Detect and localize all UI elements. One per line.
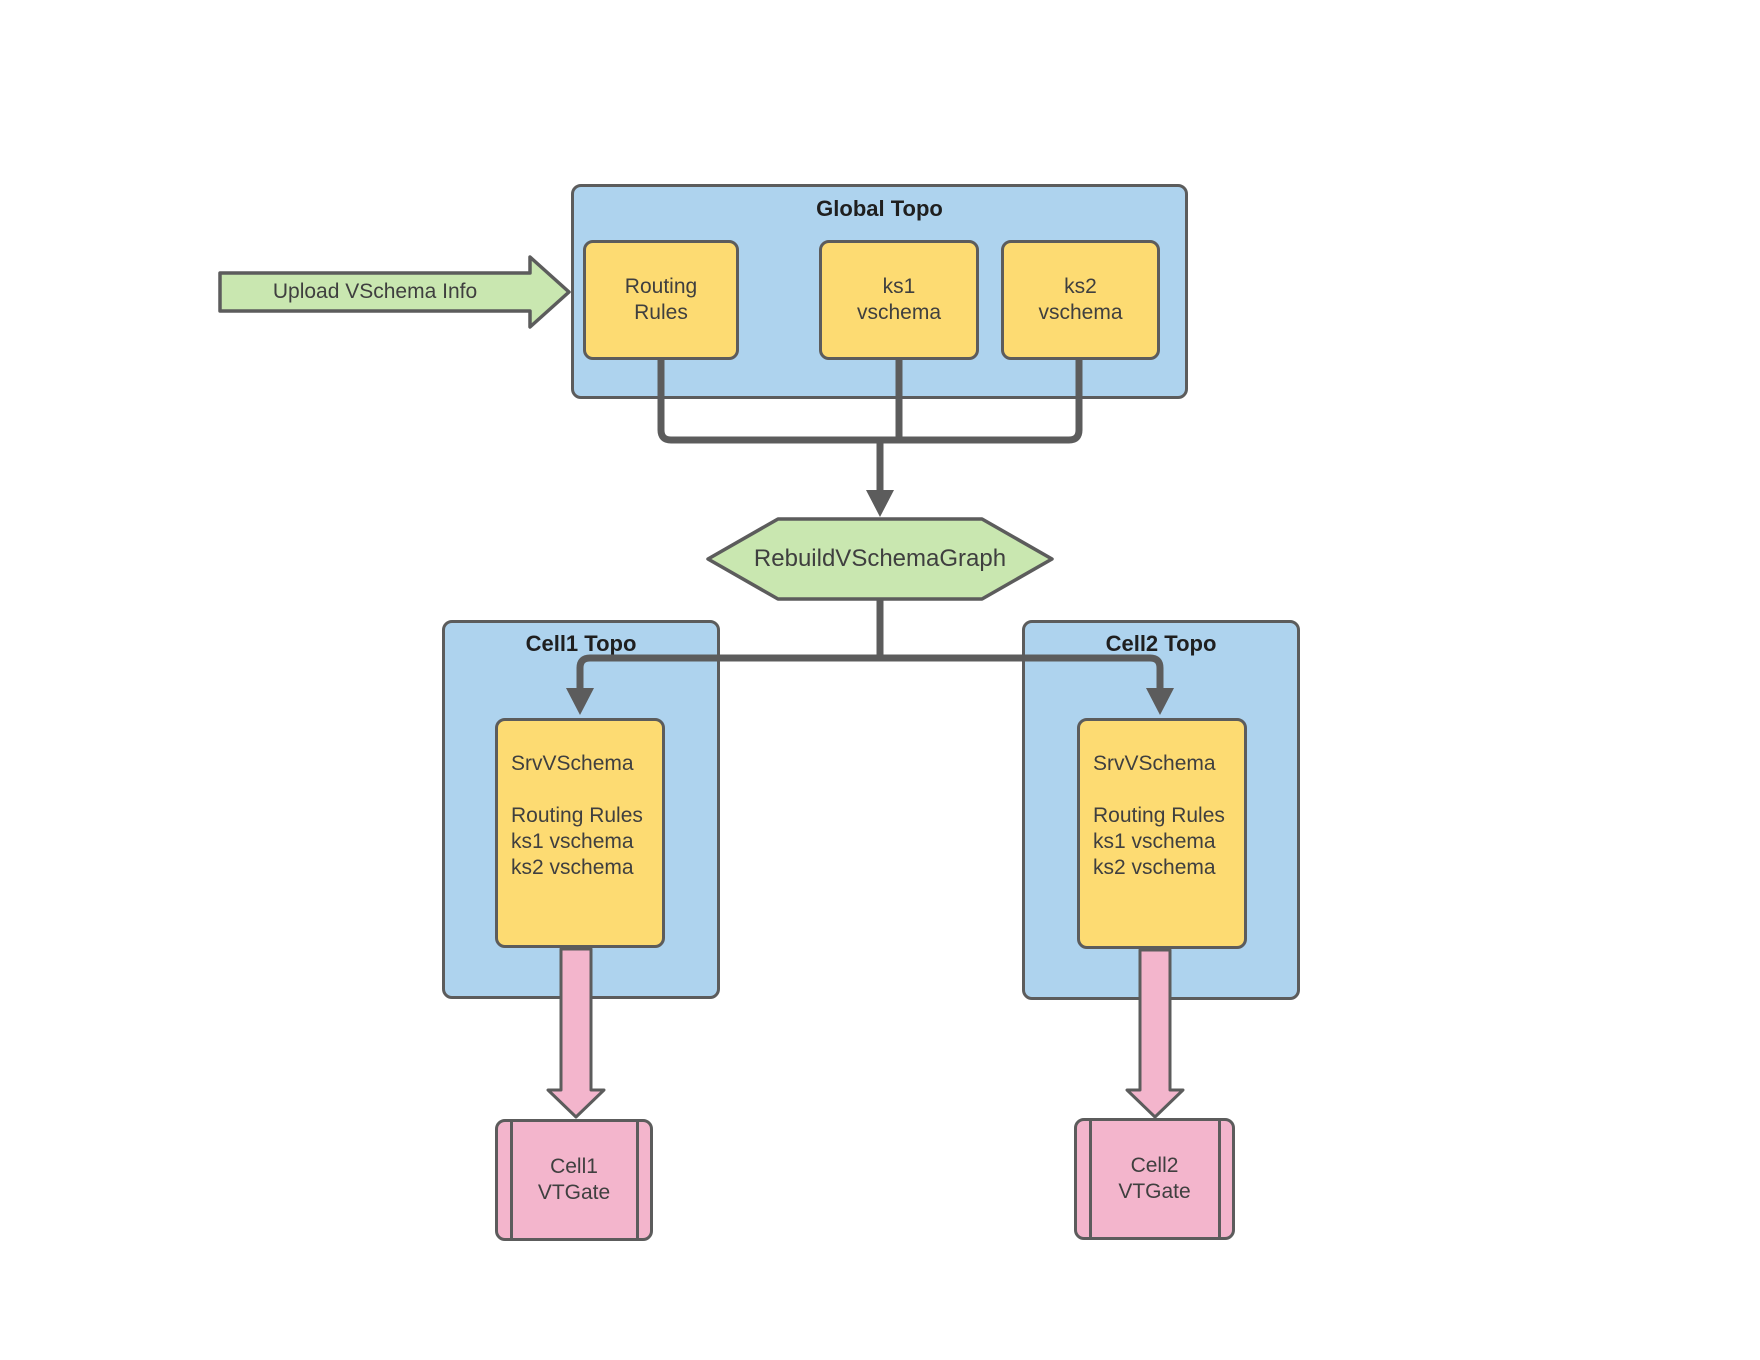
cell2-srv-line4: ks1 vschema (1093, 830, 1216, 853)
connector-routing-rules-merge (657, 358, 880, 444)
cell1-vtgate-line1: Cell1 (550, 1155, 598, 1178)
node-ks2-line2: vschema (1038, 301, 1123, 324)
cell2-topo-title: Cell2 Topo (1105, 631, 1217, 656)
cell1-vtgate-left-stripe (510, 1122, 513, 1238)
cell1-topo-title: Cell1 Topo (525, 631, 637, 656)
global-topo-title: Global Topo (816, 196, 943, 221)
cell2-srv-line3: Routing Rules (1093, 804, 1225, 827)
cell2-vtgate-left-stripe (1089, 1121, 1092, 1237)
rebuild-vschema-label: RebuildVSchemaGraph (753, 545, 1007, 572)
cell2-srvvschema-node: SrvVSchema Routing Rules ks1 vschema ks2… (1077, 718, 1247, 949)
arrowhead-into-cell1-icon (566, 688, 594, 715)
connector-to-cell2 (880, 654, 1164, 692)
cell1-srv-line4: ks1 vschema (511, 830, 634, 853)
node-routing-rules-line1: Routing (624, 275, 698, 298)
upload-vschema-arrow-label: Upload VSchema Info (272, 280, 478, 303)
upload-vschema-arrow-shape (218, 255, 571, 329)
cell2-vtgate-line1: Cell2 (1130, 1154, 1179, 1177)
cell2-vtgate-arrow-shape (1125, 948, 1185, 1119)
cell2-srv-line1: SrvVSchema (1093, 752, 1216, 775)
cell1-vtgate-right-stripe (636, 1122, 639, 1238)
cell1-srvvschema-node: SrvVSchema Routing Rules ks1 vschema ks2… (495, 718, 665, 948)
cell2-topo-container: Cell2 Topo SrvVSchema Routing Rules ks1 … (1022, 620, 1300, 1000)
cell2-vtgate-line2: VTGate (1118, 1180, 1191, 1203)
arrowhead-into-cell2-icon (1146, 688, 1174, 715)
node-routing-rules-line2: Rules (634, 301, 688, 324)
rebuild-vschema-hexagon (706, 517, 1054, 601)
cell1-vtgate-arrow-shape (546, 947, 606, 1119)
cell1-vtgate-node: Cell1 VTGate (495, 1119, 653, 1241)
cell2-vtgate-node: Cell2 VTGate (1074, 1118, 1235, 1240)
cell1-srv-line5: ks2 vschema (511, 856, 634, 879)
cell1-srv-line3: Routing Rules (511, 804, 643, 827)
connector-to-cell1 (576, 654, 880, 692)
arrowhead-into-rebuild-icon (866, 490, 894, 517)
node-ks1-line1: ks1 (882, 275, 916, 298)
node-ks1-vschema: ks1 vschema (819, 240, 979, 360)
cell2-srv-line5: ks2 vschema (1093, 856, 1216, 879)
node-ks2-vschema: ks2 vschema (1001, 240, 1160, 360)
cell1-vtgate-line2: VTGate (537, 1181, 611, 1204)
cell1-topo-container: Cell1 Topo SrvVSchema Routing Rules ks1 … (442, 620, 720, 999)
node-ks2-line1: ks2 (1064, 275, 1097, 298)
cell1-srv-line1: SrvVSchema (511, 752, 634, 775)
node-ks1-line2: vschema (856, 301, 942, 324)
connector-ks2-merge (880, 358, 1083, 444)
cell2-vtgate-right-stripe (1218, 1121, 1221, 1237)
